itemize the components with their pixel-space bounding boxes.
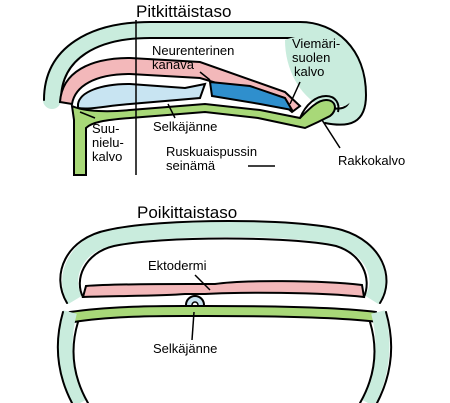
label-notochord-top: Selkäjänne xyxy=(153,119,217,134)
title-transverse: Poikittaistaso xyxy=(137,203,237,222)
transverse-outer-line xyxy=(59,220,388,304)
leader-neurenteric xyxy=(199,71,211,81)
label-notochord-bottom: Selkäjänne xyxy=(153,341,217,356)
amnion-outer-layer xyxy=(43,21,367,125)
endoderm-layer-top xyxy=(70,98,336,176)
leader-ectoderm xyxy=(194,274,211,291)
label-hindgut-2: suolen xyxy=(292,50,330,65)
transverse-endoderm xyxy=(68,305,380,324)
transverse-section xyxy=(56,220,393,403)
ectoderm-layer-top xyxy=(58,56,302,114)
leader-hindgut xyxy=(289,81,301,105)
label-neurenteric-1: Neurenterinen xyxy=(152,43,234,58)
label-allantois: Rakkokalvo xyxy=(338,153,405,168)
amnion-outer-line xyxy=(43,21,367,126)
leader-notochord-bottom xyxy=(191,311,195,341)
hindgut-region xyxy=(208,80,294,112)
transverse-yolk-right-inner xyxy=(359,321,376,403)
transverse-yolk-left-outer xyxy=(56,311,73,403)
leader-allantois xyxy=(321,119,341,149)
allantois-stalk xyxy=(299,94,340,119)
allantois-bulge xyxy=(285,35,361,107)
title-longitudinal: Pitkittäistaso xyxy=(136,2,231,21)
transverse-yolk-right xyxy=(361,310,390,403)
leader-notochord-top xyxy=(167,103,176,119)
transverse-mesoderm xyxy=(62,221,386,305)
label-oral-1: Suu- xyxy=(92,121,119,136)
label-hindgut-1: Viemäri- xyxy=(292,36,340,51)
label-oral-3: kalvo xyxy=(92,149,122,164)
label-yolk-1: Ruskuaispussin xyxy=(166,144,257,159)
transverse-yolk-left-inner xyxy=(72,321,89,403)
transverse-yolk-right-outer xyxy=(376,311,393,403)
label-yolk-2: seinämä xyxy=(166,158,216,173)
notochord-top xyxy=(77,82,207,110)
label-oral-2: nielu- xyxy=(92,135,124,150)
label-neurenteric-2: kanava xyxy=(152,57,195,72)
transverse-inner-line xyxy=(78,237,368,298)
longitudinal-section xyxy=(43,20,367,176)
label-ectoderm: Ektodermi xyxy=(148,258,207,273)
label-hindgut-3: kalvo xyxy=(294,64,324,79)
transverse-ectoderm xyxy=(81,280,366,299)
leader-oral xyxy=(79,111,96,119)
transverse-yolk-left xyxy=(58,310,87,403)
